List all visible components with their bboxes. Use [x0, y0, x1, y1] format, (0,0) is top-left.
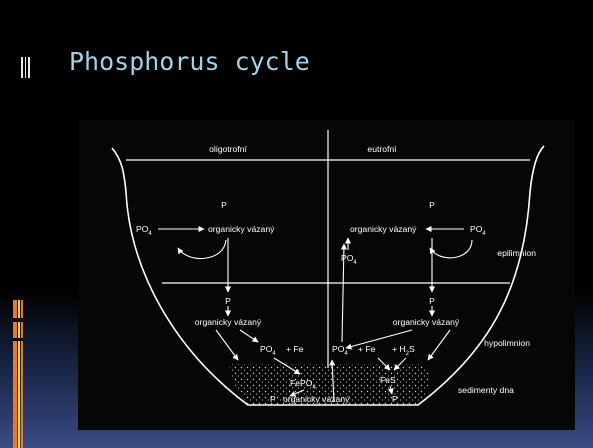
- sediment-fepo4-arrow: [289, 389, 305, 397]
- side-accent-bar-yellow: [18, 300, 20, 448]
- title-accent-bar: [21, 57, 23, 78]
- epi-right-po4-up: PO4: [341, 253, 357, 266]
- sediment-release-arrow: [329, 359, 336, 403]
- hypo-right-release-up-arrow: [340, 243, 347, 343]
- slide-title: Phosphorus cycle: [69, 47, 310, 76]
- epi-right-bound: organicky vázaný: [350, 224, 417, 234]
- hypo-right-bound: organicky vázaný: [393, 317, 460, 327]
- layer-label-epilimnion: epilimnion: [497, 248, 536, 258]
- hypo-left-bound: organicky vázaný: [195, 317, 262, 327]
- hypo-left-fe: + Fe: [286, 344, 304, 354]
- hypo-right-h2s: + H2S: [392, 344, 415, 357]
- hypo-right-po4: PO4: [332, 344, 348, 357]
- hypo-left-po4: PO4: [260, 344, 276, 357]
- zone-label-eutrophic: eutrofní: [367, 144, 397, 154]
- hypo-right-to-sediment-arrow: [427, 329, 451, 361]
- title-accent-bar: [28, 57, 30, 78]
- epi-left-po4: PO4: [136, 224, 152, 237]
- sediment-p-right: P: [392, 394, 398, 404]
- sediment-fes-arrow: [387, 385, 394, 395]
- epi-left-recycle-arrow: [177, 239, 227, 260]
- layer-label-sediment: sedimenty dna: [458, 385, 514, 395]
- epi-right-recycle-arrow: [429, 239, 473, 259]
- phosphorus-cycle-diagram: oligotrofní eutrofní P PO4 organicky váz…: [111, 130, 545, 406]
- hypo-right-h2s-to-fes-arrow: [393, 357, 407, 371]
- title-bar: [0, 22, 593, 108]
- hypo-left-mineralization-arrow: [239, 329, 259, 343]
- lake-basin-outline: [111, 145, 545, 406]
- hypo-left-to-sediment-arrow: [215, 329, 239, 361]
- sediment-bound: organicky vázaný: [283, 394, 350, 404]
- sediment-fepo4: FePO4: [290, 378, 316, 391]
- side-accent-bar-orange: [13, 300, 17, 448]
- sediment-p-left: P: [270, 394, 276, 404]
- zone-label-oligotrophic: oligotrofní: [209, 144, 247, 154]
- side-accent-bar-gap: [13, 318, 23, 322]
- epi-right-p: P: [429, 200, 435, 210]
- side-accent-bar-gap: [13, 338, 23, 341]
- epi-left-p: P: [221, 200, 227, 210]
- sediment-layer: [229, 364, 430, 405]
- hypo-left-precipitation-arrow: [273, 357, 301, 375]
- hypo-right-mineralization-arrow: [345, 329, 413, 350]
- title-accent-bar: [25, 57, 26, 78]
- hypo-left-p: P: [225, 296, 231, 306]
- hypo-right-p: P: [429, 296, 435, 306]
- hypo-right-fe: + Fe: [358, 344, 376, 354]
- hypo-right-fe-to-fes-arrow: [377, 357, 391, 371]
- epi-left-bound: organicky vázaný: [208, 224, 275, 234]
- sediment-fes: FeS: [380, 375, 396, 385]
- side-accent-bar-orange: [21, 300, 23, 448]
- layer-label-hypolimnion: hypolimnion: [484, 338, 530, 348]
- epi-right-po4: PO4: [470, 224, 486, 237]
